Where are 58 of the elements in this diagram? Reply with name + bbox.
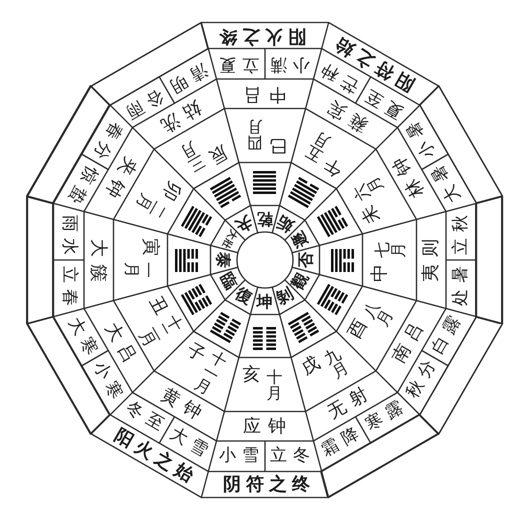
outer-cell	[475, 196, 503, 324]
solar-term: 惊蛰	[62, 162, 100, 211]
branch-label: 寅	[140, 238, 158, 256]
solar-term: 立春	[60, 266, 77, 312]
month-label: 六月	[350, 174, 386, 204]
solar-term: 小满	[264, 56, 310, 72]
outer-cell	[26, 196, 54, 324]
hexagram-icon	[316, 205, 348, 237]
phase-label: 阳火之终	[214, 26, 306, 44]
hexagram-icon	[175, 248, 198, 272]
hexagram-name: 坤	[256, 294, 272, 310]
pitch-name: 大簇	[89, 238, 107, 288]
hexagram-icon	[288, 312, 320, 344]
pitch-name: 中吕	[236, 84, 286, 102]
month-label: 一月	[124, 262, 155, 278]
solar-term: 小雪	[219, 448, 265, 464]
solar-term: 白露	[430, 309, 468, 358]
branch-label: 巳	[268, 136, 286, 154]
branch-label: 亥	[242, 366, 260, 384]
hexagram-icon	[331, 248, 354, 272]
month-label: 三月	[178, 139, 208, 174]
solar-term: 大暑	[426, 157, 464, 206]
hexagram-name: 大壯	[219, 228, 238, 250]
month-label: 十月	[266, 370, 282, 400]
branch-label: 戌	[298, 354, 324, 378]
solar-term: 立秋	[452, 208, 469, 254]
month-label: 九月	[320, 346, 350, 381]
branch-label: 子	[183, 340, 208, 366]
hexagram-icon	[181, 283, 213, 315]
hexagram-icon	[288, 176, 320, 208]
hexagram-icon	[181, 205, 213, 237]
phase-label: 阴符之终	[223, 476, 315, 494]
branch-label: 中	[370, 264, 388, 282]
branch-label: 丑	[146, 294, 171, 319]
solar-term: 处暑	[452, 260, 469, 306]
branch-label: 酉	[345, 316, 370, 342]
hexagram-name: 否	[298, 252, 314, 268]
solar-term: 立冬	[270, 448, 316, 464]
hexagram-icon	[316, 283, 348, 315]
solar-term: 清明	[162, 60, 210, 98]
hexagram-name: 乾	[256, 210, 272, 226]
hexagram-icon	[253, 326, 276, 350]
month-label: 四月	[246, 120, 262, 150]
hexagram-icon	[210, 176, 242, 208]
hexagram-icon	[253, 170, 276, 194]
solar-term: 霜降	[318, 422, 368, 460]
pitch-name: 夷则	[422, 232, 440, 282]
branch-label: 辰	[206, 142, 231, 166]
solar-term: 大寒	[64, 314, 102, 363]
pitch-name: 应钟	[243, 418, 293, 436]
solar-term: 立夏	[213, 56, 259, 72]
month-label: 七月	[374, 242, 405, 258]
branch-label: 午	[320, 154, 346, 180]
hexagram-name: 泰	[215, 252, 231, 268]
hexagram-icon	[210, 312, 242, 344]
solar-term: 雨水	[60, 214, 77, 260]
branch-label: 卯	[159, 178, 184, 204]
branch-label: 未	[358, 201, 383, 226]
